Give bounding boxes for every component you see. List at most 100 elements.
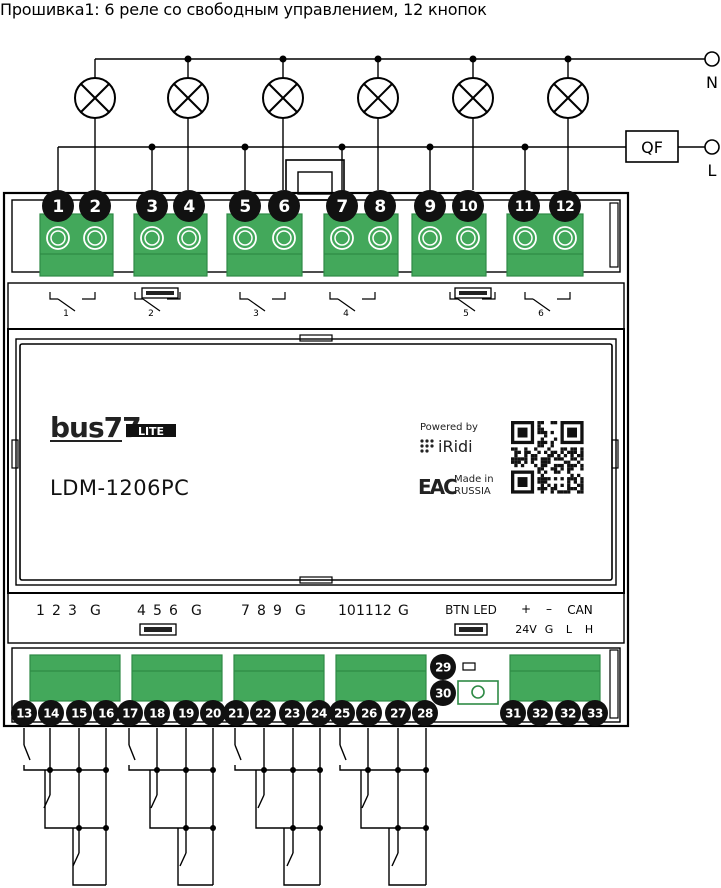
terminal-number-badge: 8 bbox=[364, 190, 396, 222]
power-g-label: G bbox=[545, 623, 554, 636]
svg-text:25: 25 bbox=[334, 706, 350, 720]
svg-text:19: 19 bbox=[178, 706, 194, 720]
terminal-block bbox=[335, 654, 427, 702]
terminal-number-badge: 17 bbox=[117, 700, 143, 726]
terminal-number-badge: 21 bbox=[223, 700, 249, 726]
relay-number-label: 1 bbox=[63, 309, 69, 319]
svg-text:21: 21 bbox=[228, 706, 244, 720]
terminal-number-badge: 5 bbox=[229, 190, 261, 222]
relay-contact-symbol: 3 bbox=[239, 292, 286, 319]
terminal-number-badge: 4 bbox=[173, 190, 205, 222]
terminal-number-badge: 19 bbox=[173, 700, 199, 726]
svg-text:31: 31 bbox=[505, 706, 521, 720]
relay-contact-symbol: 2 bbox=[134, 292, 181, 319]
svg-text:27: 27 bbox=[390, 706, 406, 720]
can-l-label: L bbox=[566, 623, 573, 636]
powered-by: Powered by bbox=[420, 422, 478, 433]
neutral-terminal bbox=[704, 51, 720, 67]
terminal-number-badge: 7 bbox=[326, 190, 358, 222]
device-housing bbox=[2, 159, 630, 728]
svg-text:28: 28 bbox=[417, 706, 433, 720]
terminal-number-badge: 33 bbox=[582, 700, 608, 726]
svg-text:7: 7 bbox=[336, 197, 347, 217]
terminal-number-badge: 27 bbox=[385, 700, 411, 726]
lamp-group bbox=[74, 77, 589, 119]
model-name: LDM-1206PC bbox=[50, 476, 189, 500]
relay-number-label: 4 bbox=[343, 309, 349, 319]
terminal-block bbox=[411, 213, 487, 277]
svg-text:22: 22 bbox=[255, 706, 271, 720]
service-led bbox=[462, 662, 476, 671]
input-label: G bbox=[191, 603, 202, 619]
terminal-number-badge: 32 bbox=[555, 700, 581, 726]
relay-contact-symbol: 4 bbox=[329, 292, 376, 319]
svg-text:23: 23 bbox=[284, 706, 300, 720]
terminal-number-badge: 28 bbox=[412, 700, 438, 726]
input-label: 12 bbox=[374, 603, 392, 619]
terminal-number-badge: 25 bbox=[329, 700, 355, 726]
terminal-number-badge: 11 bbox=[508, 190, 540, 222]
input-label: 5 bbox=[153, 603, 162, 619]
eac-mark: EAC bbox=[418, 475, 457, 499]
lamp-icon bbox=[452, 77, 494, 119]
input-label: G bbox=[90, 603, 101, 619]
relay-number-label: 3 bbox=[253, 309, 259, 319]
iridi-logo-dots bbox=[420, 439, 434, 453]
terminal-number-badge: 32 bbox=[527, 700, 553, 726]
line-label: L bbox=[708, 161, 717, 180]
input-label: 2 bbox=[52, 603, 61, 619]
svg-text:3: 3 bbox=[146, 197, 157, 217]
terminal-number-badge: 1 bbox=[42, 190, 74, 222]
can-label: CAN bbox=[567, 603, 593, 617]
svg-text:33: 33 bbox=[587, 706, 603, 720]
screw-icon bbox=[233, 226, 257, 250]
svg-text:1: 1 bbox=[52, 197, 63, 217]
relay-number-label: 2 bbox=[148, 309, 154, 319]
qr-code bbox=[511, 421, 584, 494]
power-plus-label: + bbox=[521, 602, 531, 616]
screw-icon bbox=[456, 226, 480, 250]
terminal-block bbox=[509, 654, 601, 702]
service-button bbox=[457, 680, 499, 705]
svg-text:9: 9 bbox=[424, 197, 435, 217]
relay-contact-symbol: 6 bbox=[524, 292, 571, 319]
screw-icon bbox=[330, 226, 354, 250]
terminal-number-badge: 29 bbox=[430, 654, 456, 680]
screw-icon bbox=[553, 226, 577, 250]
relay-contact-symbol: 5 bbox=[449, 292, 496, 319]
terminal-number-badge: 18 bbox=[144, 700, 170, 726]
svg-text:10: 10 bbox=[459, 199, 478, 215]
svg-text:18: 18 bbox=[149, 706, 165, 720]
terminal-number-badge: 20 bbox=[200, 700, 226, 726]
breaker-label: QF bbox=[641, 138, 663, 157]
terminal-number-badge: 6 bbox=[268, 190, 300, 222]
lamp-icon bbox=[167, 77, 209, 119]
svg-text:32: 32 bbox=[560, 706, 576, 720]
svg-text:29: 29 bbox=[435, 660, 451, 674]
line-terminal bbox=[704, 139, 720, 155]
svg-text:13: 13 bbox=[16, 706, 32, 720]
relay-number-label: 5 bbox=[463, 309, 469, 319]
screw-icon bbox=[513, 226, 537, 250]
svg-text:14: 14 bbox=[43, 706, 59, 720]
input-label: 8 bbox=[257, 603, 266, 619]
terminal-number-badge: 15 bbox=[66, 700, 92, 726]
screw-icon bbox=[83, 226, 107, 250]
screw-icon bbox=[140, 226, 164, 250]
terminal-number-badge: 24 bbox=[306, 700, 332, 726]
input-terminal-blocks bbox=[29, 654, 601, 702]
input-label: 1 bbox=[36, 603, 45, 619]
lamp-icon bbox=[262, 77, 304, 119]
brand-badge-box bbox=[126, 424, 176, 437]
power-minus-label: – bbox=[546, 602, 552, 616]
input-label: G bbox=[295, 603, 306, 619]
input-switches bbox=[23, 728, 429, 886]
terminal-block bbox=[29, 654, 121, 702]
screw-icon bbox=[418, 226, 442, 250]
screw-icon bbox=[177, 226, 201, 250]
svg-text:24: 24 bbox=[311, 706, 327, 720]
terminal-number-badge: 16 bbox=[93, 700, 119, 726]
